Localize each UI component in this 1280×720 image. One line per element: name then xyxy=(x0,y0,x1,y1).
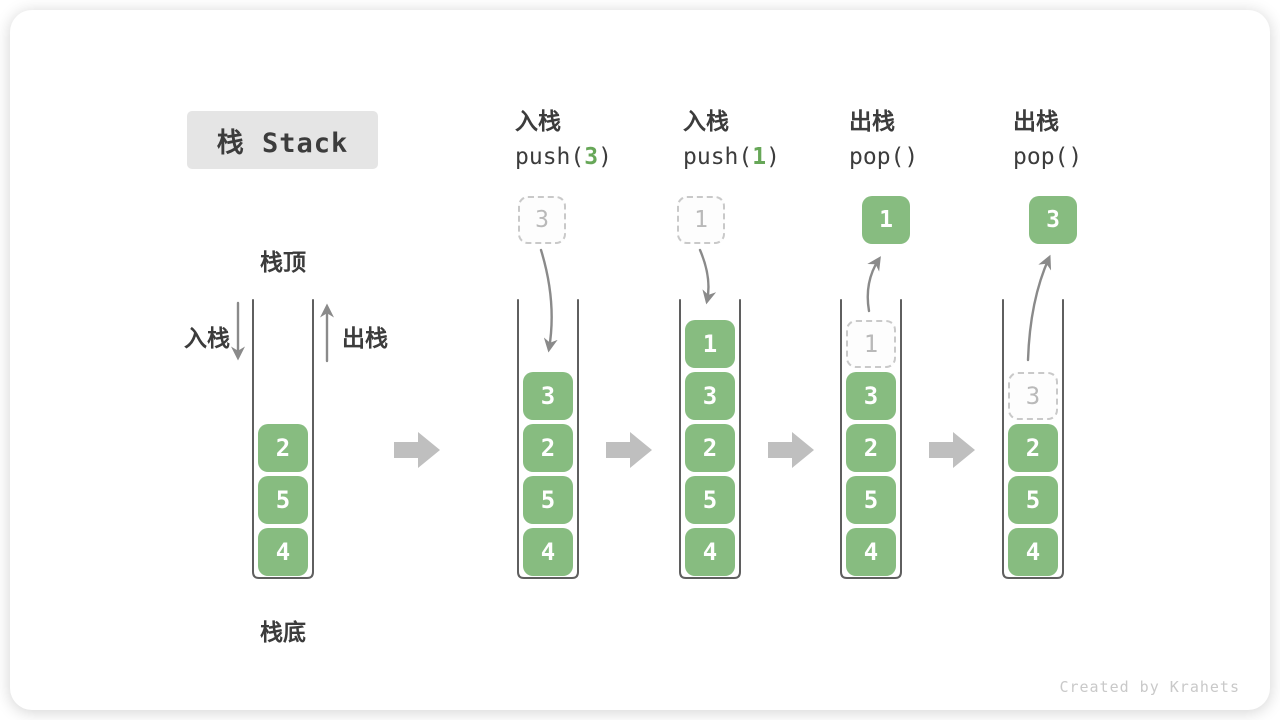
stack-cell: 4 xyxy=(1008,528,1058,576)
code-pre: push( xyxy=(683,144,753,170)
code-arg: 1 xyxy=(752,144,767,170)
code-post: ) xyxy=(766,144,780,170)
stack-cell: 1 xyxy=(685,320,735,368)
step4-header: 出栈 pop() xyxy=(1013,106,1082,172)
push-3-arrow xyxy=(539,248,558,353)
step3-op-label: 出栈 xyxy=(849,108,895,134)
stack-cell: 4 xyxy=(846,528,896,576)
popped-value: 1 xyxy=(862,196,910,244)
stack-cell-ghost: 1 xyxy=(846,320,896,368)
step2-op-code: push(1) xyxy=(683,142,780,172)
stack-cell: 3 xyxy=(685,372,735,420)
pop-legend-label: 出栈 xyxy=(342,325,388,351)
stack-cell: 5 xyxy=(258,476,308,524)
stack-cell: 5 xyxy=(685,476,735,524)
stack-cell: 4 xyxy=(685,528,735,576)
stack-bottom-label: 栈底 xyxy=(260,619,306,645)
step1-header: 入栈 push(3) xyxy=(515,106,612,172)
code-post: ) xyxy=(904,144,919,170)
stack-cell: 3 xyxy=(523,372,573,420)
step1-op-label: 入栈 xyxy=(515,108,561,134)
pop-1-arrow xyxy=(866,256,881,313)
watermark-credit: Created by Krahets xyxy=(1059,678,1240,696)
staged-push-value: 3 xyxy=(518,196,566,244)
title-text: 栈 Stack xyxy=(216,127,349,159)
step4-op-label: 出栈 xyxy=(1013,108,1059,134)
staged-push-value: 1 xyxy=(677,196,725,244)
code-pre: pop( xyxy=(1013,144,1069,170)
step-transition-arrow-3 xyxy=(768,432,814,468)
code-arg: 3 xyxy=(584,144,599,170)
push-legend-label: 入栈 xyxy=(184,325,230,351)
pop-3-arrow xyxy=(1026,254,1052,362)
code-post: ) xyxy=(598,144,612,170)
stack-cell: 5 xyxy=(523,476,573,524)
stack-cell: 5 xyxy=(846,476,896,524)
stack-top-label: 栈顶 xyxy=(260,249,306,275)
stack-cell: 2 xyxy=(846,424,896,472)
step1-op-code: push(3) xyxy=(515,142,612,172)
step4-op-code: pop() xyxy=(1013,142,1082,172)
step-transition-arrow-2 xyxy=(606,432,652,468)
step2-header: 入栈 push(1) xyxy=(683,106,780,172)
step3-op-code: pop() xyxy=(849,142,918,172)
stack-cell-ghost: 3 xyxy=(1008,372,1058,420)
step-transition-arrow-1 xyxy=(394,432,440,468)
code-post: ) xyxy=(1068,144,1083,170)
stack-cell: 2 xyxy=(523,424,573,472)
stack-cell: 2 xyxy=(258,424,308,472)
stack-cell: 5 xyxy=(1008,476,1058,524)
step3-header: 出栈 pop() xyxy=(849,106,918,172)
step-transition-arrow-4 xyxy=(929,432,975,468)
push-1-arrow xyxy=(698,248,717,305)
popped-value: 3 xyxy=(1029,196,1077,244)
stack-cell: 2 xyxy=(685,424,735,472)
step2-op-label: 入栈 xyxy=(683,108,729,134)
stack-cell: 4 xyxy=(523,528,573,576)
stack-cell: 2 xyxy=(1008,424,1058,472)
code-pre: pop( xyxy=(849,144,905,170)
title-badge: 栈 Stack xyxy=(187,111,378,169)
code-pre: push( xyxy=(515,144,585,170)
stack-cell: 3 xyxy=(846,372,896,420)
stack-cell: 4 xyxy=(258,528,308,576)
